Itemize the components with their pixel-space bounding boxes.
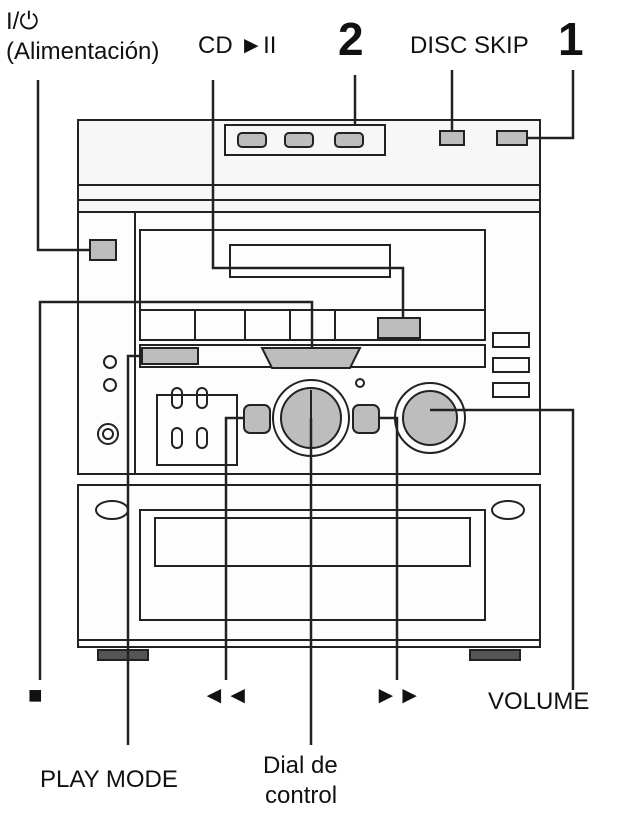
power-symbol-label: I/⏻ <box>6 8 39 35</box>
right-control-2 <box>492 357 530 373</box>
disc-skip-button <box>439 130 465 146</box>
dial-label-line1: Dial de <box>263 752 338 779</box>
rewind-symbol-label: ◄◄ <box>202 682 250 709</box>
callout-lines <box>36 70 575 745</box>
callout-2-label: 2 <box>338 13 364 65</box>
right-foot <box>469 649 521 661</box>
forward-button <box>352 404 380 434</box>
forward-symbol-label: ►► <box>374 682 422 709</box>
stop-button <box>260 347 362 369</box>
power-button <box>89 239 117 261</box>
disc-button-3 <box>334 132 364 148</box>
tape-window <box>154 517 471 567</box>
play-mode-label: PLAY MODE <box>40 766 178 793</box>
headphone-jack <box>97 423 119 445</box>
left-foot <box>97 649 149 661</box>
callout-1-label: 1 <box>558 13 584 65</box>
disc-button-2 <box>284 132 314 148</box>
tape-door <box>139 509 486 621</box>
stop-symbol-label: ■ <box>28 682 43 709</box>
right-control-1 <box>492 332 530 348</box>
volume-label: VOLUME <box>488 688 590 715</box>
volume-knob <box>402 390 458 446</box>
power-name-label: (Alimentación) <box>6 38 160 65</box>
disc-skip-label: DISC SKIP <box>410 32 529 59</box>
play-mode-button <box>141 347 199 365</box>
cd-play-pause-label: CD ►II <box>198 32 277 59</box>
rewind-button <box>243 404 271 434</box>
disc-button-1 <box>237 132 267 148</box>
disc-button-panel <box>224 124 386 156</box>
display-window <box>229 244 391 278</box>
right-control-3 <box>492 382 530 398</box>
dial-label-line2: control <box>265 782 338 809</box>
top-right-button <box>496 130 528 146</box>
cd-play-pause-button <box>377 317 421 339</box>
